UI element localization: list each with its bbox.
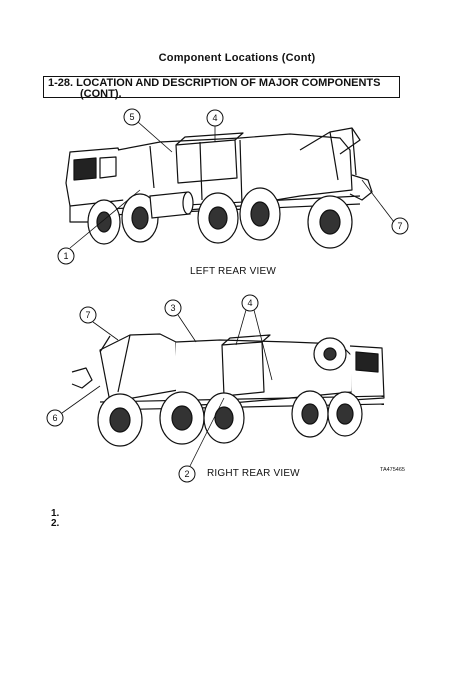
list-number-2: 2. xyxy=(51,518,60,529)
section-title: 1-28. LOCATION AND DESCRIPTION OF MAJOR … xyxy=(48,78,395,100)
left-rear-view-caption: LEFT REAR VIEW xyxy=(190,266,276,277)
section-number: 1-28. xyxy=(48,77,74,89)
section-heading-box: 1-28. LOCATION AND DESCRIPTION OF MAJOR … xyxy=(43,76,400,100)
page-header: Component Locations (Cont) xyxy=(158,52,316,64)
list-number-1: 1. xyxy=(51,508,60,519)
section-title-line2: (CONT). xyxy=(80,88,122,100)
callout-top-7: 7 xyxy=(397,221,402,231)
callout-top-5: 5 xyxy=(129,112,134,122)
callout-top-4: 4 xyxy=(212,113,217,123)
callout-bottom-4: 4 xyxy=(247,298,252,308)
callout-bottom-2: 2 xyxy=(184,469,189,479)
callout-top-1: 1 xyxy=(63,251,68,261)
callout-bottom-7: 7 xyxy=(85,310,90,320)
right-rear-view-caption: RIGHT REAR VIEW xyxy=(207,468,300,479)
section-title-line1: LOCATION AND DESCRIPTION OF MAJOR COMPON… xyxy=(76,77,381,89)
figure-id: TA475465 xyxy=(380,467,405,473)
callout-bottom-3: 3 xyxy=(170,303,175,313)
callout-bottom-6: 6 xyxy=(52,413,57,423)
